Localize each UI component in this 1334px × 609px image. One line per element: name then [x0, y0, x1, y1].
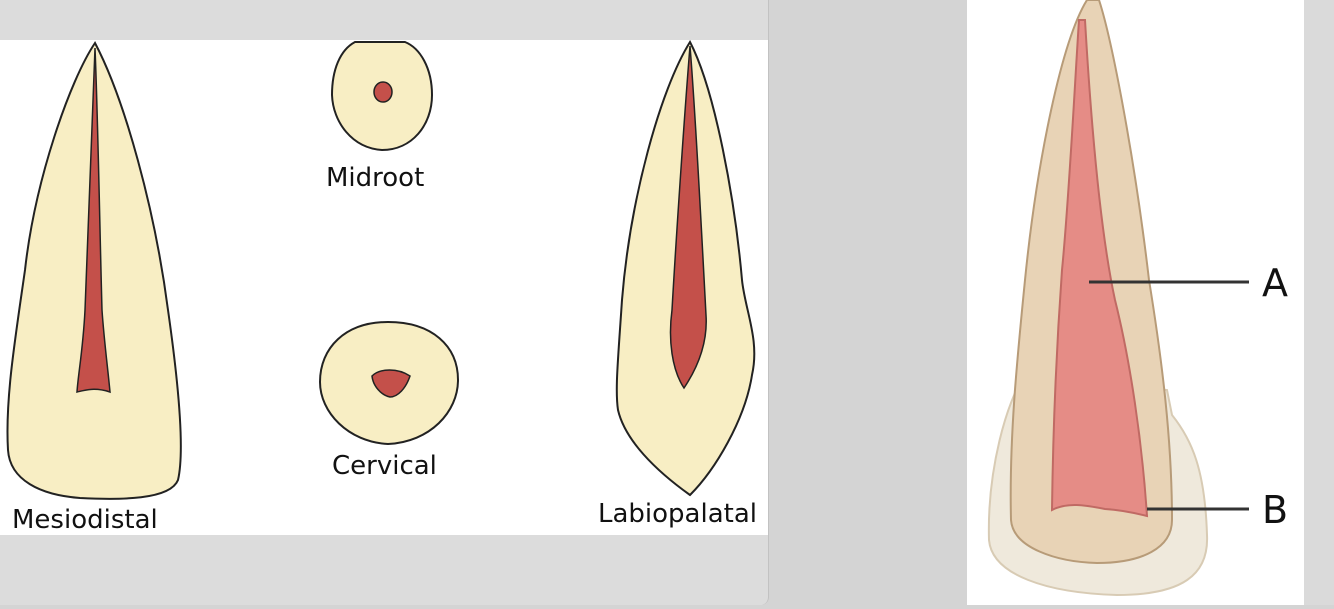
right-diagram-panel: A B: [967, 0, 1304, 605]
midroot-canal: [374, 82, 392, 102]
tooth-sections-diagram: Mesiodistal Midroot Cervical Labiopalata…: [0, 40, 768, 535]
label-cervical: Cervical: [332, 451, 437, 481]
label-b: B: [1262, 488, 1288, 532]
label-mesiodistal: Mesiodistal: [12, 505, 158, 535]
label-a: A: [1262, 261, 1288, 305]
label-labiopalatal: Labiopalatal: [598, 499, 757, 529]
left-diagram-canvas: Mesiodistal Midroot Cervical Labiopalata…: [0, 40, 768, 535]
left-diagram-panel: Mesiodistal Midroot Cervical Labiopalata…: [0, 0, 769, 605]
tooth-longitudinal-diagram: A B: [967, 0, 1304, 605]
right-edge-strip: [1304, 0, 1334, 605]
label-midroot: Midroot: [326, 163, 424, 193]
